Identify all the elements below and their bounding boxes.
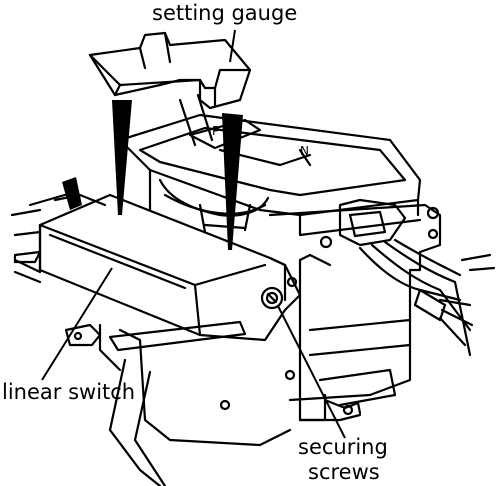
setting-gauge-label: setting gauge — [152, 1, 298, 25]
leader-lines — [41, 29, 346, 439]
svg-text:N: N — [300, 144, 309, 158]
lower-housing — [64, 320, 292, 486]
gauge-leg-right — [222, 113, 243, 250]
linear-switch-box — [10, 190, 302, 342]
switch-lever — [62, 177, 82, 210]
setting-gauge — [88, 31, 252, 110]
securing-screws-label-line2: screws — [308, 460, 380, 484]
mounting-frame — [268, 203, 442, 422]
svg-text:P: P — [212, 124, 219, 138]
linear-switch-label: linear switch — [2, 380, 136, 404]
securing-screw — [260, 286, 284, 310]
wire-harness — [338, 198, 496, 357]
securing-screws-label-line1: securing — [298, 435, 388, 459]
gauge-leg-left — [112, 100, 132, 215]
